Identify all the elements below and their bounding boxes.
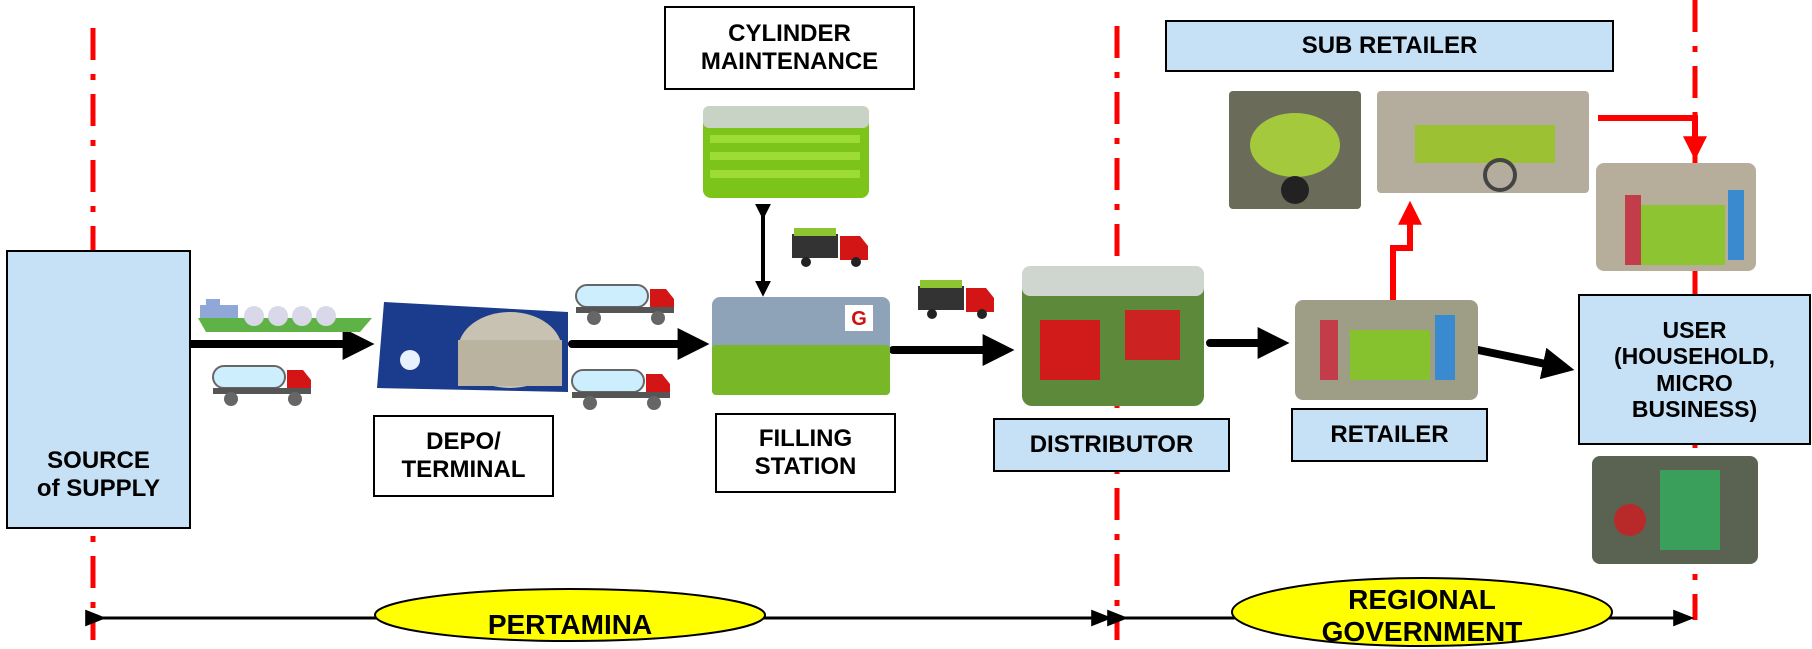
- tanker-truck-icon: [212, 284, 674, 410]
- arrow-retailer-to-user: [1474, 346, 1575, 380]
- filling-station-label: FILLING STATION: [715, 413, 896, 493]
- depot-terminal-photo: [377, 302, 568, 392]
- street-vendor-photo: [1592, 456, 1758, 564]
- arrow-retailer-to-subretailer: [1390, 200, 1422, 302]
- red-arrows: [1390, 115, 1707, 302]
- filling-station-photo: G: [712, 297, 890, 395]
- cart-photo: [1377, 91, 1589, 193]
- cylinder-maintenance-label: CYLINDER MAINTENANCE: [664, 6, 915, 90]
- flow-arrows: [186, 327, 1575, 380]
- distributor-yard-photo: [1022, 266, 1204, 406]
- retailer-label: RETAILER: [1291, 408, 1488, 462]
- regional-government-band-label: REGIONAL GOVERNMENT: [1321, 584, 1523, 647]
- cargo-truck-icon: [792, 228, 994, 319]
- user-shop-photo: [1596, 163, 1756, 271]
- user-label: USER (HOUSEHOLD, MICRO BUSINESS): [1578, 294, 1811, 445]
- cylinder-stack-photo: [703, 106, 869, 198]
- motorbike-photo: [1229, 91, 1361, 209]
- pertamina-band-label: PERTAMINA: [487, 609, 653, 640]
- pertamina-oval: [374, 588, 766, 642]
- sub-retailer-label: SUB RETAILER: [1165, 20, 1614, 72]
- retailer-photo: [1295, 300, 1478, 400]
- regional-oval: [1231, 577, 1613, 647]
- source-label: SOURCE of SUPPLY: [6, 250, 191, 529]
- arrow-subretailer-to-user: [1598, 115, 1707, 161]
- depo-label: DEPO/ TERMINAL: [373, 415, 554, 497]
- distributor-label: DISTRIBUTOR: [993, 418, 1230, 472]
- svg-text:G: G: [851, 308, 867, 330]
- lng-ship-icon: [198, 299, 372, 332]
